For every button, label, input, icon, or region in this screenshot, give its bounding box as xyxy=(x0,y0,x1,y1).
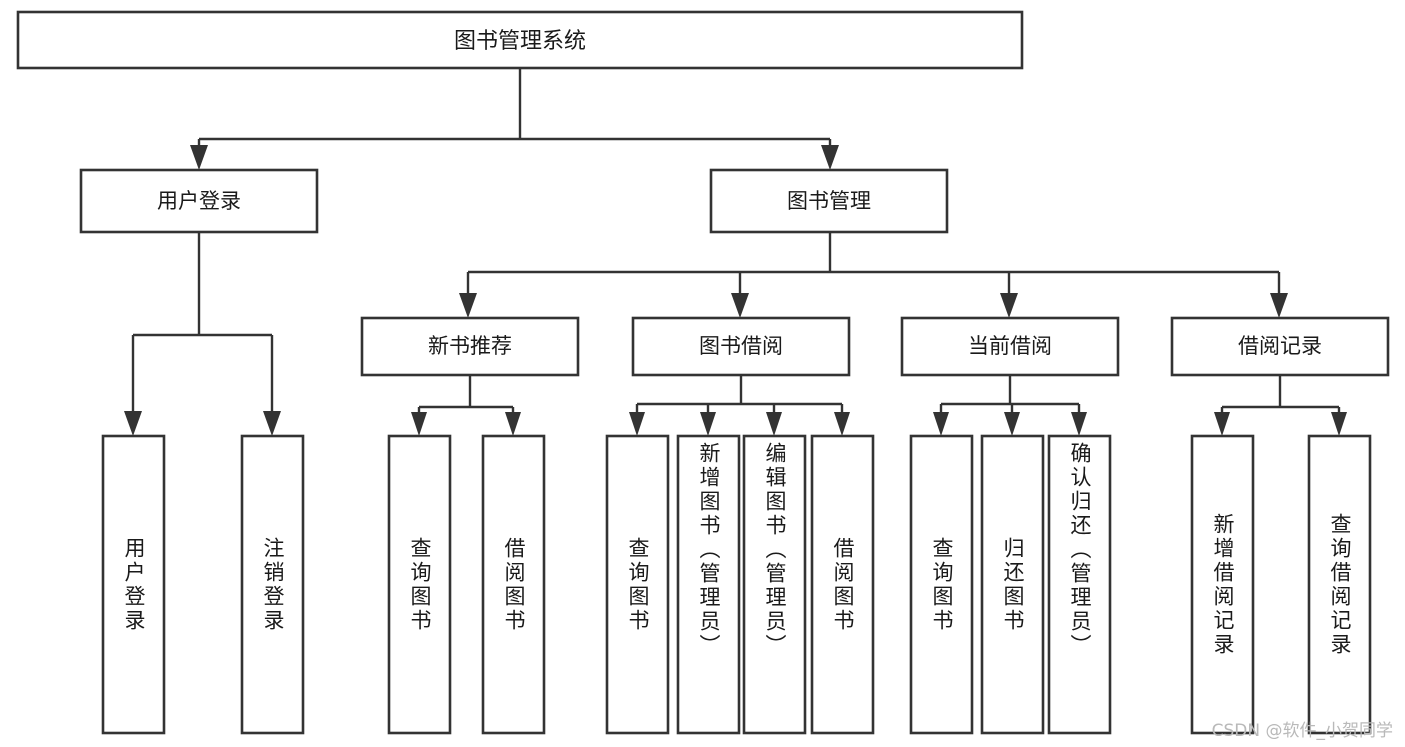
arrow-head-leaf-user-logout xyxy=(263,411,281,436)
arrow-head-leaf-user-login xyxy=(124,411,142,436)
node-root[interactable]: 图书管理系统 xyxy=(16,10,1024,70)
node-borrow-record-box[interactable] xyxy=(1170,316,1390,377)
node-current-borrow-label: 当前借阅 xyxy=(968,334,1052,358)
node-user-login-label: 用户登录 xyxy=(157,189,241,213)
arrow-head-leaf-query-book-1 xyxy=(411,412,427,436)
node-book-borrow-box[interactable] xyxy=(631,316,851,377)
node-leaf-query-book-2-box[interactable] xyxy=(605,434,670,735)
arrow-head-leaf-query-book-2 xyxy=(629,412,645,436)
arrow-head-leaf-borrow-book-1 xyxy=(505,412,521,436)
node-leaf-return-book-box[interactable] xyxy=(980,434,1045,735)
node-layer: 图书管理系统 用户登录 图书管理 新书推荐 图书借阅 当前 xyxy=(16,10,1390,735)
arrow-head-user-login xyxy=(190,145,208,170)
arrow-head-leaf-borrow-book-2 xyxy=(834,412,850,436)
arrow-head-new-book-recommend xyxy=(459,293,477,318)
node-book-borrow[interactable]: 图书借阅 xyxy=(631,316,851,377)
arrow-head-leaf-return-book xyxy=(1004,412,1020,436)
node-new-book-recommend-box[interactable] xyxy=(360,316,580,377)
node-leaf-query-book-1-box[interactable] xyxy=(387,434,452,735)
node-user-login-box[interactable] xyxy=(79,168,319,234)
node-root-box[interactable] xyxy=(16,10,1024,70)
node-new-book-recommend-label: 新书推荐 xyxy=(428,334,512,358)
node-book-borrow-label: 图书借阅 xyxy=(699,334,783,358)
node-leaf-query-record-box[interactable] xyxy=(1307,434,1372,735)
node-leaf-borrow-book-1-box[interactable] xyxy=(481,434,546,735)
node-user-login[interactable]: 用户登录 xyxy=(79,168,319,234)
node-leaf-add-record-box[interactable] xyxy=(1190,434,1255,735)
arrow-head-leaf-add-book xyxy=(700,412,716,436)
node-book-manage-box[interactable] xyxy=(709,168,949,234)
node-book-manage-label: 图书管理 xyxy=(787,189,871,213)
arrow-head-current-borrow xyxy=(1000,293,1018,318)
node-leaf-user-logout-box[interactable] xyxy=(240,434,305,735)
csdn-watermark: CSDN @软件_小贺同学 xyxy=(1211,721,1393,741)
arrow-head-leaf-query-record xyxy=(1331,412,1347,436)
node-leaf-user-login-box[interactable] xyxy=(101,434,166,735)
node-leaf-add-book-box[interactable] xyxy=(676,434,741,735)
node-leaf-confirm-return-box[interactable] xyxy=(1047,434,1112,735)
arrow-head-leaf-query-book-3 xyxy=(933,412,949,436)
node-book-manage[interactable]: 图书管理 xyxy=(709,168,949,234)
node-leaf-edit-book-box[interactable] xyxy=(742,434,807,735)
arrow-head-book-manage xyxy=(821,145,839,170)
node-leaf-query-book-3-box[interactable] xyxy=(909,434,974,735)
node-leaf-borrow-book-2-box[interactable] xyxy=(810,434,875,735)
node-root-label: 图书管理系统 xyxy=(454,29,586,54)
node-current-borrow-box[interactable] xyxy=(900,316,1120,377)
node-borrow-record-label: 借阅记录 xyxy=(1238,334,1322,358)
arrow-head-book-borrow xyxy=(731,293,749,318)
node-new-book-recommend[interactable]: 新书推荐 xyxy=(360,316,580,377)
arrow-head-borrow-record xyxy=(1270,293,1288,318)
node-borrow-record[interactable]: 借阅记录 xyxy=(1170,316,1390,377)
arrow-head-leaf-edit-book xyxy=(766,412,782,436)
connector-layer xyxy=(124,68,1347,436)
node-current-borrow[interactable]: 当前借阅 xyxy=(900,316,1120,377)
arrow-head-leaf-confirm-return xyxy=(1071,412,1087,436)
arrow-head-leaf-add-record xyxy=(1214,412,1230,436)
